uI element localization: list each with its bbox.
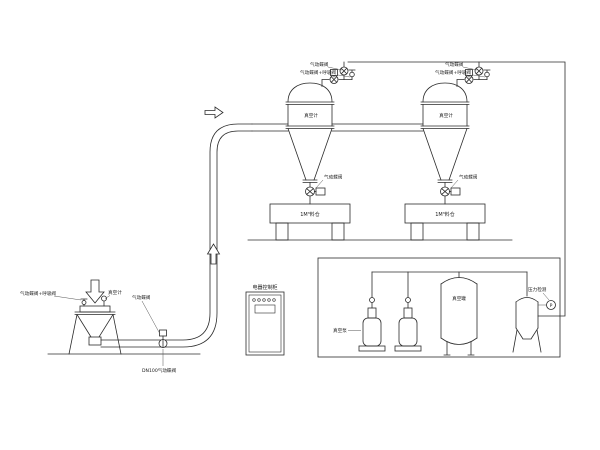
feed-arrow-down-icon: [85, 279, 105, 304]
top-valve-cluster-icon: [321, 61, 356, 87]
label-valve-top: 气动蝶阀: [445, 61, 464, 68]
bin-label: 1M³料仓: [435, 211, 455, 218]
butterfly-valve-icon: [305, 186, 326, 197]
filter-vessel: [512, 271, 542, 353]
label-dn100-valve: DN100气动蝶阀: [142, 367, 177, 374]
label-feed-valve: 气动蝶阀: [132, 294, 151, 301]
bin-label: 1M³料仓: [300, 211, 320, 218]
conveying-pipe: [100, 123, 424, 348]
cyclone-receiver-1: 1M³料仓 气动蝶阀 气动蝶阀+呼吸阀 真空计 气动蝶阀: [269, 61, 356, 241]
label-valve-breather: 气动蝶阀+呼吸阀: [435, 69, 471, 76]
control-cabinet: 电器控制柜: [245, 284, 285, 356]
label-valve-bottom: 气动蝶阀: [459, 174, 478, 181]
label-vacuum-gauge: 真空计: [304, 112, 318, 119]
top-valve-cluster-icon: [456, 61, 491, 87]
pressure-gauge: P: [538, 300, 556, 310]
vacuum-pump-1: [358, 271, 386, 352]
label-valve-top: 气动蝶阀: [310, 61, 329, 68]
cyclone-receiver-2: 1M³料仓 气动蝶阀 气动蝶阀+呼吸阀 真空计 气动蝶阀: [404, 61, 491, 241]
butterfly-valve-icon: [440, 186, 461, 197]
feed-station: 气动蝶阀+呼吸阀 真空计 气动蝶阀 DN100气动蝶阀: [20, 289, 177, 374]
gauge-p-letter: P: [550, 303, 553, 309]
label-valve-bottom: 气动蝶阀: [324, 174, 343, 181]
flow-arrow-right-icon: [204, 106, 224, 119]
label-pressure-detect: 压力检测: [528, 286, 547, 293]
label-feed-gauge: 真空计: [108, 289, 122, 296]
vacuum-line: [347, 61, 566, 317]
label-vacuum-tank: 真空罐: [452, 295, 466, 302]
flow-arrow-up-icon: [206, 243, 221, 265]
vacuum-tank: 真空罐: [440, 271, 478, 356]
vacuum-pump-2: [394, 271, 422, 352]
label-feed-breather: 气动蝶阀+呼吸阀: [20, 290, 56, 297]
feed-line-valve-icon: [158, 329, 168, 348]
label-vacuum-gauge: 真空计: [439, 112, 453, 119]
label-control-cabinet: 电器控制柜: [252, 284, 277, 291]
pump-room: 真空泵 真空罐 P 压力检测: [317, 257, 561, 358]
label-vacuum-pump: 真空泵: [333, 327, 347, 334]
label-valve-breather: 气动蝶阀+呼吸阀: [300, 69, 336, 76]
